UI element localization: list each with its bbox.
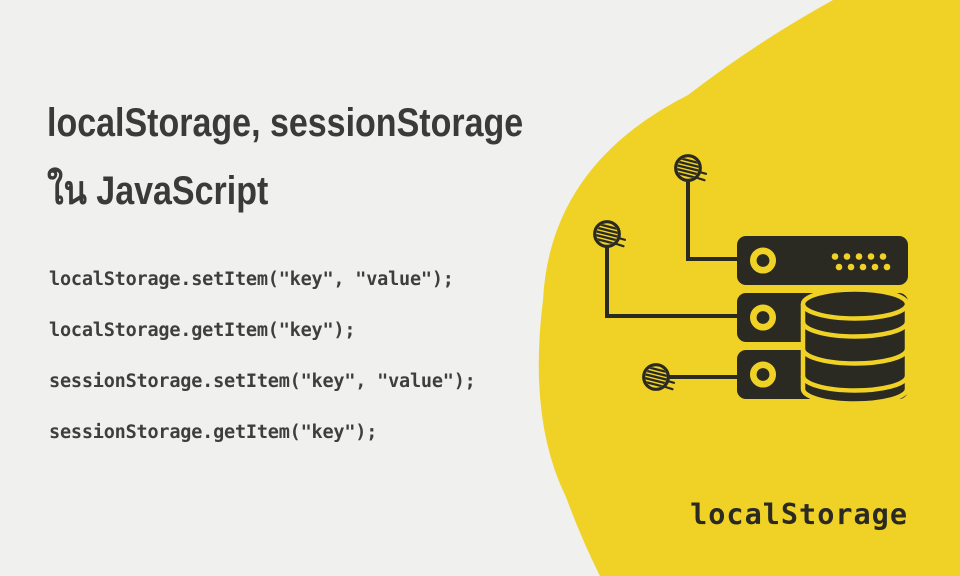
code-line: localStorage.getItem("key"); <box>49 320 356 341</box>
database-icon <box>800 287 910 406</box>
yellow-circle-background <box>538 0 960 576</box>
server-led-dots <box>831 253 891 271</box>
code-line: localStorage.setItem("key", "value"); <box>49 269 454 290</box>
connector-lines <box>605 170 745 379</box>
code-line: sessionStorage.setItem("key", "value"); <box>49 371 476 392</box>
page-title-line-1: localStorage, sessionStorage <box>47 101 524 145</box>
storage-caption: localStorage sessionStorage <box>0 430 908 576</box>
page-title-line-2: ใน JavaScript <box>47 169 269 213</box>
caption-line-1: localStorage <box>690 498 908 531</box>
code-snippet-list: localStorage.setItem("key", "value"); lo… <box>49 269 476 444</box>
code-line: sessionStorage.getItem("key"); <box>49 422 378 443</box>
